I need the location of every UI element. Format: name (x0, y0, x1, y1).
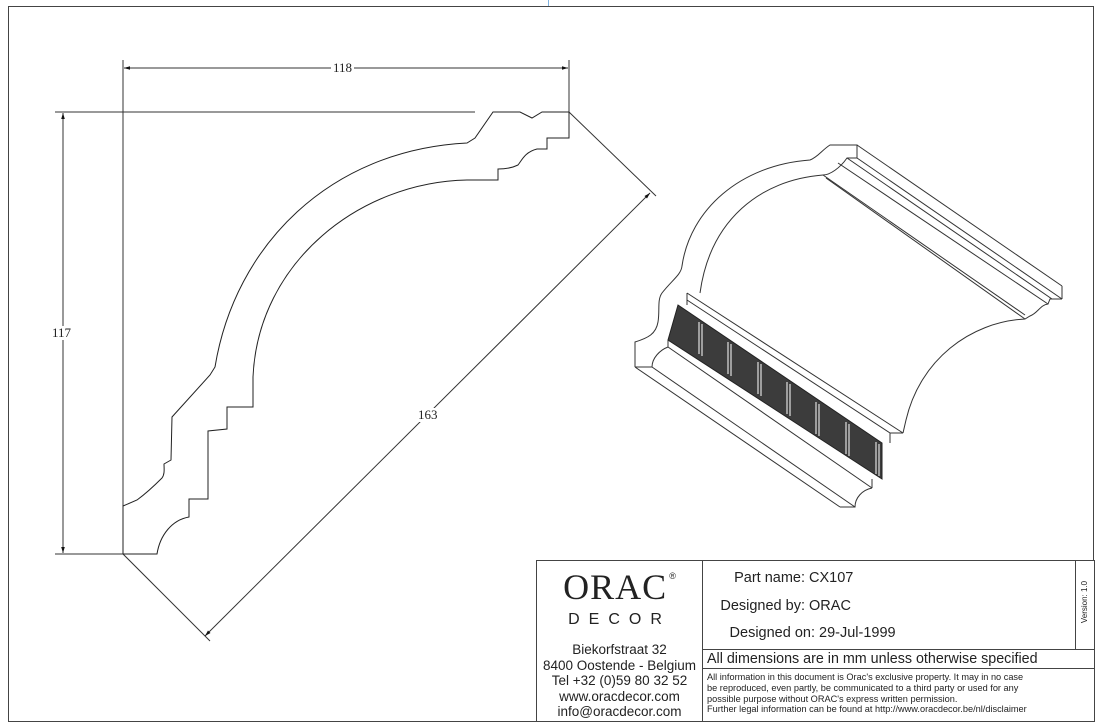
extension-line (122, 553, 211, 642)
units-note: All dimensions are in mm unless otherwis… (703, 649, 1094, 669)
legal-line: be reproduced, even partly, be communica… (707, 682, 1019, 693)
dimension-width-label: 118 (331, 60, 355, 75)
page-marker (548, 0, 549, 7)
address-street: Biekorfstraat 32 (572, 642, 667, 657)
part-fields: Part name: CX107 Designed by: ORAC Desig… (703, 561, 1076, 650)
dentil-band (667, 304, 883, 480)
cornice-isometric (634, 144, 1063, 508)
cornice-profile (122, 111, 570, 555)
logo-row: ORAC ® (537, 567, 702, 607)
legal-line: All information in this document is Orac… (707, 672, 1024, 682)
dimension-height-label: 117 (50, 325, 74, 340)
registered-mark: ® (669, 571, 676, 581)
legal-line: Further legal information can be found a… (707, 704, 1027, 715)
field-designed-on: Designed on: 29-Jul-1999 (729, 625, 896, 641)
legal-line: possible purpose without ORAC's express … (707, 693, 958, 704)
extension-line (568, 111, 657, 197)
address-email: info@oracdecor.com (557, 704, 682, 719)
dimension-diagonal-label: 163 (416, 407, 440, 422)
company-info: ORAC ® DECOR Biekorfstraat 32 8400 Ooste… (537, 561, 703, 721)
logo-decor: DECOR (568, 611, 671, 628)
address-website: www.oracdecor.com (559, 688, 680, 704)
orac-logo: ORAC (563, 567, 668, 607)
field-designed-by: Designed by: ORAC (720, 598, 851, 614)
version-label: Version: 1.0 (1080, 580, 1089, 624)
title-block: ORAC ® DECOR Biekorfstraat 32 8400 Ooste… (536, 560, 1095, 722)
field-part-name: Part name: CX107 (734, 570, 854, 586)
company-address: Biekorfstraat 32 8400 Oostende - Belgium… (537, 642, 702, 720)
legal-notice: All information in this document is Orac… (703, 670, 1094, 717)
version-cell: Version: 1.0 (1076, 561, 1094, 650)
address-city: 8400 Oostende - Belgium (542, 657, 697, 673)
address-phone: Tel +32 (0)59 80 32 52 (551, 673, 688, 688)
